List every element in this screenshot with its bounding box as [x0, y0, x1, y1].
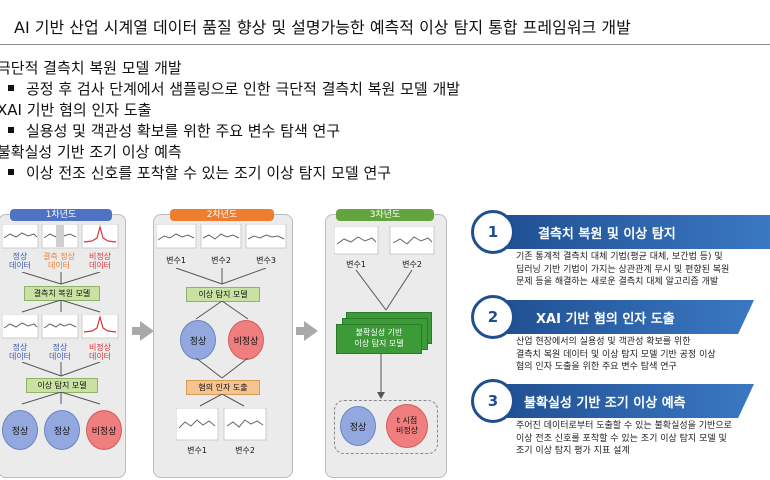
outline-heading-3: 불확실성 기반 조기 이상 예측	[0, 143, 182, 161]
year3-var-2: 변수2	[402, 260, 422, 269]
right-item-1-ribbon: 결측치 복원 및 이상 탐지	[490, 215, 770, 249]
right-item-3-ribbon: 불확실성 기반 조기 이상 예측	[490, 384, 754, 418]
right-item-2-title: XAI 기반 혐의 인자 도출	[536, 311, 675, 327]
year3-down-arrow	[377, 354, 385, 399]
year2-var-charts	[156, 224, 287, 249]
bullet-marker	[8, 168, 14, 175]
year3-output-frame	[334, 400, 438, 454]
flow-arrow-2	[304, 321, 318, 341]
year1-label-abnormal: 비정상 데이터	[88, 252, 112, 270]
right-item-3-title: 불확실성 기반 조기 이상 예측	[524, 395, 686, 411]
year2-factor-box: 혐의 인자 도출	[186, 380, 260, 395]
year2-var-3: 변수3	[256, 256, 276, 265]
bullet-marker	[8, 84, 14, 91]
year3-tab: 3차년도	[336, 209, 434, 221]
year2-output-abnormal: 비정상	[228, 320, 264, 360]
year1-mid-charts	[2, 314, 119, 339]
year2-var-2: 변수2	[211, 256, 231, 265]
year2-anomaly-model: 이상 탐지 모델	[186, 287, 260, 302]
year1-output-normal-2: 정상	[44, 410, 80, 450]
year2-bottom-var-2: 변수2	[235, 446, 255, 455]
year3-var-1: 변수1	[346, 260, 366, 269]
bullet-marker	[8, 126, 14, 133]
year2-output-normal: 정상	[180, 320, 216, 360]
outline-bullet-text: 공정 후 검사 단계에서 샘플링으로 인한 극단적 결측치 복원 모델 개발	[26, 80, 461, 98]
outline-heading-1: 극단적 결측치 복원 모델 개발	[0, 59, 182, 77]
year1-anomaly-model: 이상 탐지 모델	[26, 378, 98, 393]
year1-mid-label-1: 정상 데이터	[8, 343, 32, 361]
outline-bullet-2: 실용성 및 객관성 확보를 위한 주요 변수 탐색 연구	[8, 120, 340, 141]
year1-connectors-2	[21, 300, 101, 313]
right-item-3-desc: 주어진 데이터로부터 도출할 수 있는 불확실성을 기반으로 이상 전조 신호를…	[516, 421, 732, 456]
flow-arrow-2-shaft	[296, 327, 304, 335]
flow-arrow-1	[140, 321, 154, 341]
year3-output-normal: 정상	[340, 406, 376, 446]
right-item-1-title: 결측치 복원 및 이상 탐지	[538, 226, 676, 242]
year1-imputation-model: 결측치 복원 모델	[24, 286, 100, 301]
year1-output-normal-1: 정상	[2, 410, 38, 450]
right-item-3-number: 3	[471, 379, 515, 423]
right-item-1-number: 1	[471, 210, 515, 254]
page-title: AI 기반 산업 시계열 데이터 품질 향상 및 설명가능한 예측적 이상 탐지…	[14, 18, 631, 37]
year2-tab: 2차년도	[170, 209, 274, 221]
year3-var-charts	[334, 226, 435, 255]
right-item-2-ribbon: XAI 기반 혐의 인자 도출	[490, 300, 754, 334]
year1-connectors-4	[21, 392, 101, 405]
year2-connectors-2	[195, 301, 249, 320]
year3-uncertainty-model: 불확실성 기반 이상 탐지 모델	[336, 324, 422, 354]
year2-var-1: 변수1	[166, 256, 186, 265]
right-item-2-number: 2	[471, 295, 515, 339]
year2-bottom-charts	[176, 408, 267, 441]
year1-mid-label-2: 정상 데이터	[48, 343, 72, 361]
flow-arrow-1-shaft	[132, 327, 140, 335]
year1-label-missing: 결측 정상 데이터	[43, 252, 75, 270]
outline-heading-2: XAI 기반 혐의 인자 도출	[0, 101, 152, 119]
year2-bottom-var-1: 변수1	[187, 446, 207, 455]
year2-connectors-3	[195, 358, 249, 379]
right-item-2-desc: 산업 현장에서의 실용성 및 객관성 확보를 위한 결측치 복원 데이터 및 이…	[516, 337, 716, 372]
title-divider	[0, 44, 770, 45]
year2-connectors-1	[175, 268, 267, 285]
year1-label-normal: 정상 데이터	[8, 252, 32, 270]
outline-bullet-text: 실용성 및 객관성 확보를 위한 주요 변수 탐색 연구	[26, 122, 341, 140]
year3-output-abnormal: t 시점 비정상	[386, 404, 428, 448]
outline-bullet-1: 공정 후 검사 단계에서 샘플링으로 인한 극단적 결측치 복원 모델 개발	[8, 78, 460, 99]
year1-mid-label-3: 비정상 데이터	[88, 343, 112, 361]
year1-tab: 1차년도	[10, 209, 112, 221]
right-item-1-desc: 기존 통계적 결측치 대체 기법(평균 대체, 보간법 등) 및 딥러닝 기반 …	[516, 252, 730, 287]
year1-output-abnormal: 비정상	[86, 410, 122, 450]
outline-bullet-3: 이상 전조 신호를 포착할 수 있는 조기 이상 탐지 모델 연구	[8, 162, 391, 183]
outline-bullet-text: 이상 전조 신호를 포착할 수 있는 조기 이상 탐지 모델 연구	[26, 164, 392, 182]
year1-connectors-1	[21, 272, 101, 285]
year3-connectors-1	[355, 270, 413, 311]
year1-top-charts	[2, 224, 119, 249]
year1-connectors-3	[21, 362, 101, 377]
year2-connectors-4	[199, 394, 245, 407]
